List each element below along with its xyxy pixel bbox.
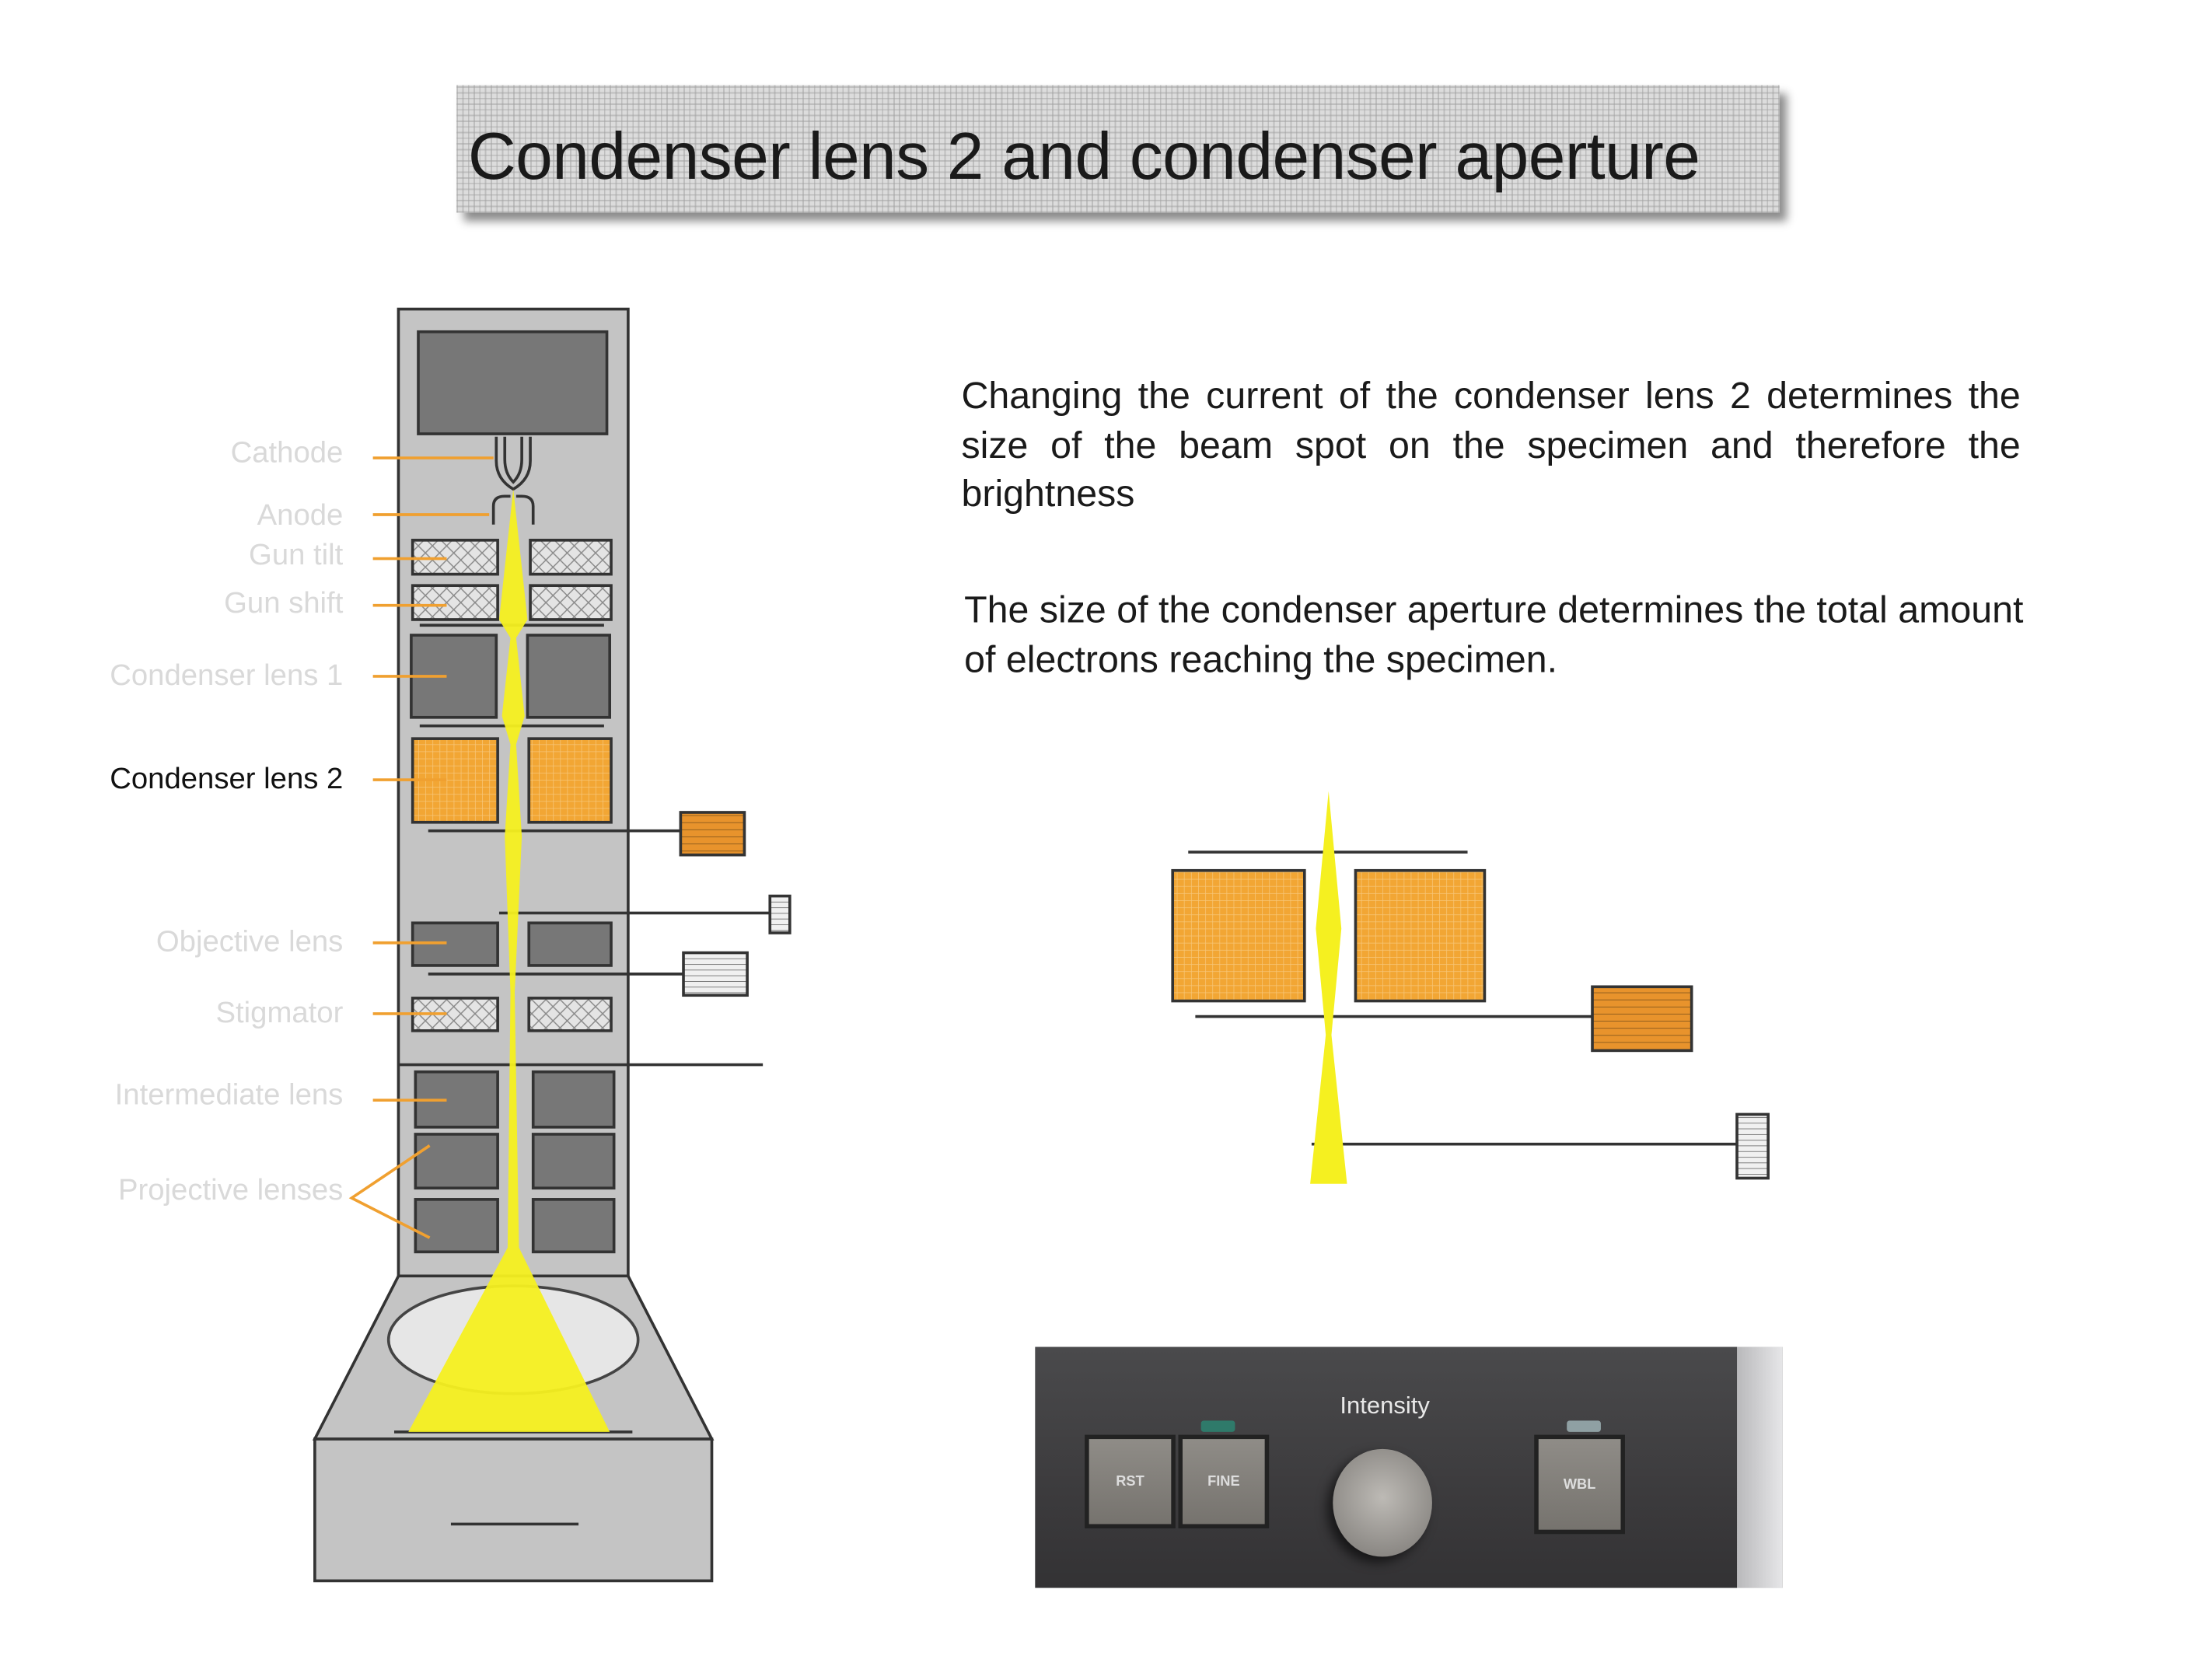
rst-button: RST — [1085, 1434, 1176, 1528]
title-banner: Condenser lens 2 and condenser aperture — [456, 85, 1780, 213]
label-condenser-lens-2: Condenser lens 2 — [110, 762, 343, 795]
wbl-led — [1567, 1420, 1601, 1432]
label-objective-lens: Objective lens — [156, 925, 343, 959]
label-stigmator: Stigmator — [216, 996, 344, 1029]
fine-led — [1200, 1420, 1235, 1432]
label-projective-lenses: Projective lenses — [118, 1173, 343, 1207]
electron-beam — [408, 489, 610, 1432]
label-intermediate-lens: Intermediate lens — [115, 1078, 344, 1112]
paragraph-cl2: Changing the current of the condenser le… — [961, 374, 2021, 515]
intensity-label: Intensity — [1340, 1392, 1430, 1420]
condenser-detail-diagram — [1171, 850, 1770, 1180]
detail-beam — [1310, 791, 1347, 1184]
label-gun-tilt: Gun tilt — [249, 538, 344, 571]
slide-title: Condenser lens 2 and condenser aperture — [467, 117, 1700, 194]
panel-edge — [1737, 1346, 1783, 1588]
fine-button: FINE — [1178, 1434, 1270, 1528]
label-gun-shift: Gun shift — [224, 586, 344, 620]
label-cathode: Cathode — [231, 436, 344, 470]
label-leaders — [348, 456, 494, 1239]
intensity-control-photo: Intensity RST FINE WBL — [1035, 1346, 1783, 1588]
label-anode: Anode — [257, 498, 344, 532]
label-condenser-lens-1: Condenser lens 1 — [110, 658, 343, 692]
paragraph-aperture: The size of the condenser aperture deter… — [964, 588, 2024, 680]
intensity-knob — [1333, 1448, 1432, 1557]
wbl-button: WBL — [1534, 1434, 1625, 1535]
